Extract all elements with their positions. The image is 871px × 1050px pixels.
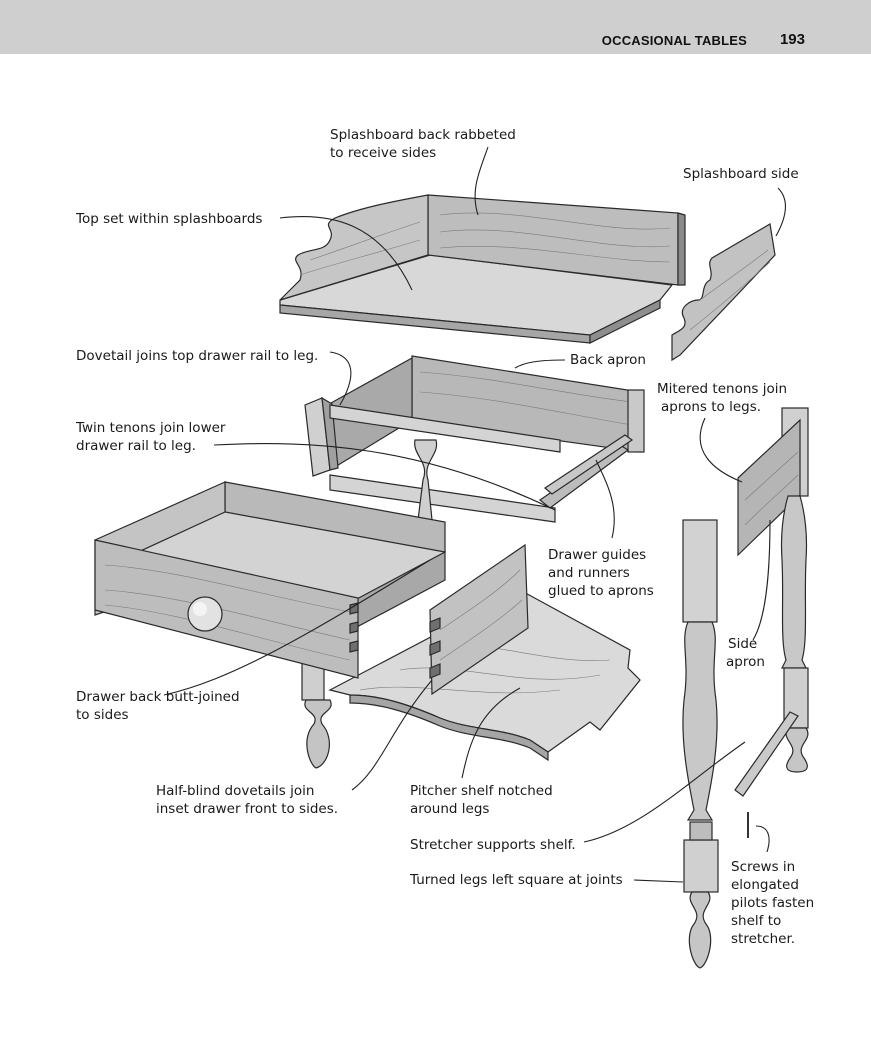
callout-turned-legs: Turned legs left square at joints	[410, 872, 623, 888]
page-number: 193	[779, 31, 805, 48]
callout-splashboard-back: Splashboard back rabbeted to receive sid…	[330, 127, 516, 161]
turned-leg-square-top	[682, 519, 718, 623]
pitcher-shelf	[328, 589, 641, 762]
callout-drawer-back: Drawer back butt-joined to sides	[76, 689, 240, 723]
drawer-guide	[544, 434, 634, 495]
apron-frame	[301, 355, 645, 769]
drawer-runner	[538, 444, 630, 509]
top-drawer-rail	[329, 404, 561, 453]
splashboard-left	[279, 194, 429, 301]
top-assembly	[279, 194, 776, 362]
stretcher	[734, 711, 799, 797]
page-header: OCCASIONAL TABLES 193	[0, 0, 871, 54]
drawer-front	[429, 543, 529, 696]
side-leg-assembly	[682, 407, 809, 969]
callout-half-blind-dovetails: Half-blind dovetails join inset drawer f…	[156, 783, 339, 817]
callout-splashboard-side: Splashboard side	[683, 166, 799, 182]
drawer-knob	[187, 596, 223, 632]
drawer	[94, 481, 529, 696]
leader-lines	[163, 146, 786, 883]
lower-drawer-rail	[329, 474, 556, 523]
callout-mitered-tenons: Mitered tenons join aprons to legs.	[657, 381, 788, 415]
callout-dovetail-rail: Dovetail joins top drawer rail to leg.	[76, 348, 319, 364]
running-head: OCCASIONAL TABLES	[601, 33, 747, 48]
callout-drawer-guides: Drawer guides and runners glued to apron…	[548, 547, 654, 599]
callout-side-apron: Side apron	[726, 636, 765, 670]
callout-back-apron: Back apron	[570, 352, 646, 368]
callout-screws: Screws in elongated pilots fasten shelf …	[731, 859, 815, 947]
splashboard-side-piece	[671, 223, 776, 362]
callout-twin-tenons: Twin tenons join lower drawer rail to le…	[76, 420, 226, 454]
callout-top-within-splashboards: Top set within splashboards	[76, 211, 263, 227]
callout-stretcher: Stretcher supports shelf.	[410, 837, 576, 853]
callout-pitcher-shelf: Pitcher shelf notched around legs	[410, 783, 553, 817]
side-apron-piece	[737, 418, 801, 557]
